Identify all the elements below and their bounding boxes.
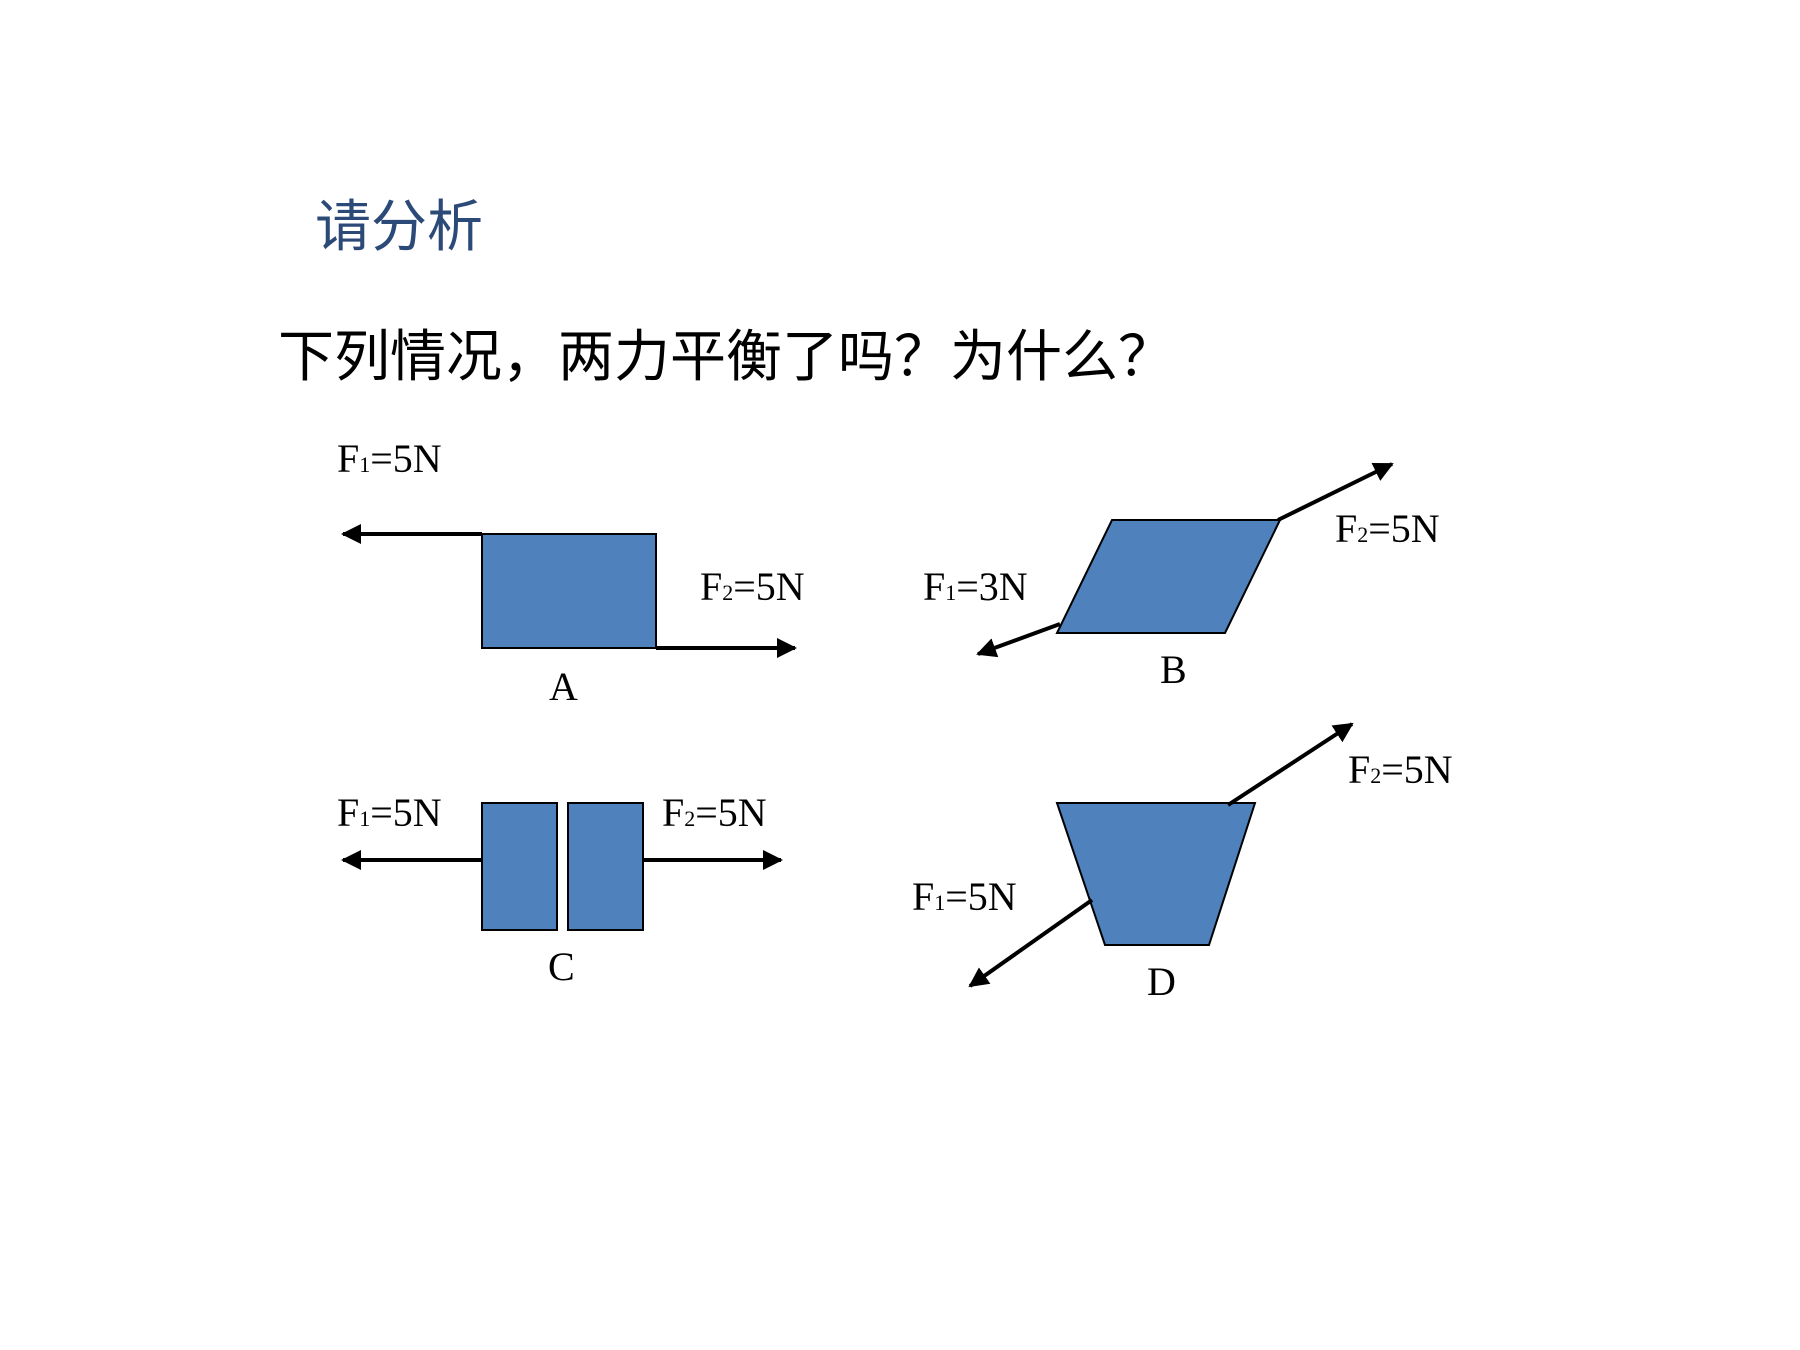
case-b-block xyxy=(1055,519,1282,634)
case-b: F1=3N F2=5N B xyxy=(923,462,1440,692)
case-c-f1-label: F1=5N xyxy=(337,790,442,835)
case-a-block xyxy=(481,533,657,649)
case-b-f2-label: F2=5N xyxy=(1335,506,1440,551)
case-d-f1-arrow xyxy=(968,898,1094,988)
case-b-f2-arrow xyxy=(1277,462,1394,522)
slide-title: 请分析 xyxy=(315,195,483,260)
case-c-block-left xyxy=(481,802,558,931)
case-a-f1-label: F1=5N xyxy=(337,436,442,481)
case-a: F1=5N F2=5N A xyxy=(337,436,805,709)
case-d-letter: D xyxy=(1147,959,1176,1004)
question-text: 下列情况，两力平衡了吗？为什么？ xyxy=(278,325,1174,390)
case-c-block-right xyxy=(567,802,644,931)
case-a-letter: A xyxy=(549,664,578,709)
case-a-f2-label: F2=5N xyxy=(700,564,805,609)
case-b-letter: B xyxy=(1160,647,1187,692)
case-b-f1-arrow xyxy=(976,622,1061,658)
case-d-f2-label: F2=5N xyxy=(1348,747,1453,792)
case-d-f1-label: F1=5N xyxy=(912,874,1017,919)
case-d: F1=5N F2=5N D xyxy=(912,722,1453,1004)
case-c: F1=5N F2=5N C xyxy=(337,790,783,989)
case-c-letter: C xyxy=(548,944,575,989)
case-b-f1-label: F1=3N xyxy=(923,564,1028,609)
case-d-block xyxy=(1055,802,1257,946)
case-d-f2-arrow xyxy=(1226,722,1354,807)
case-c-f2-label: F2=5N xyxy=(662,790,767,835)
